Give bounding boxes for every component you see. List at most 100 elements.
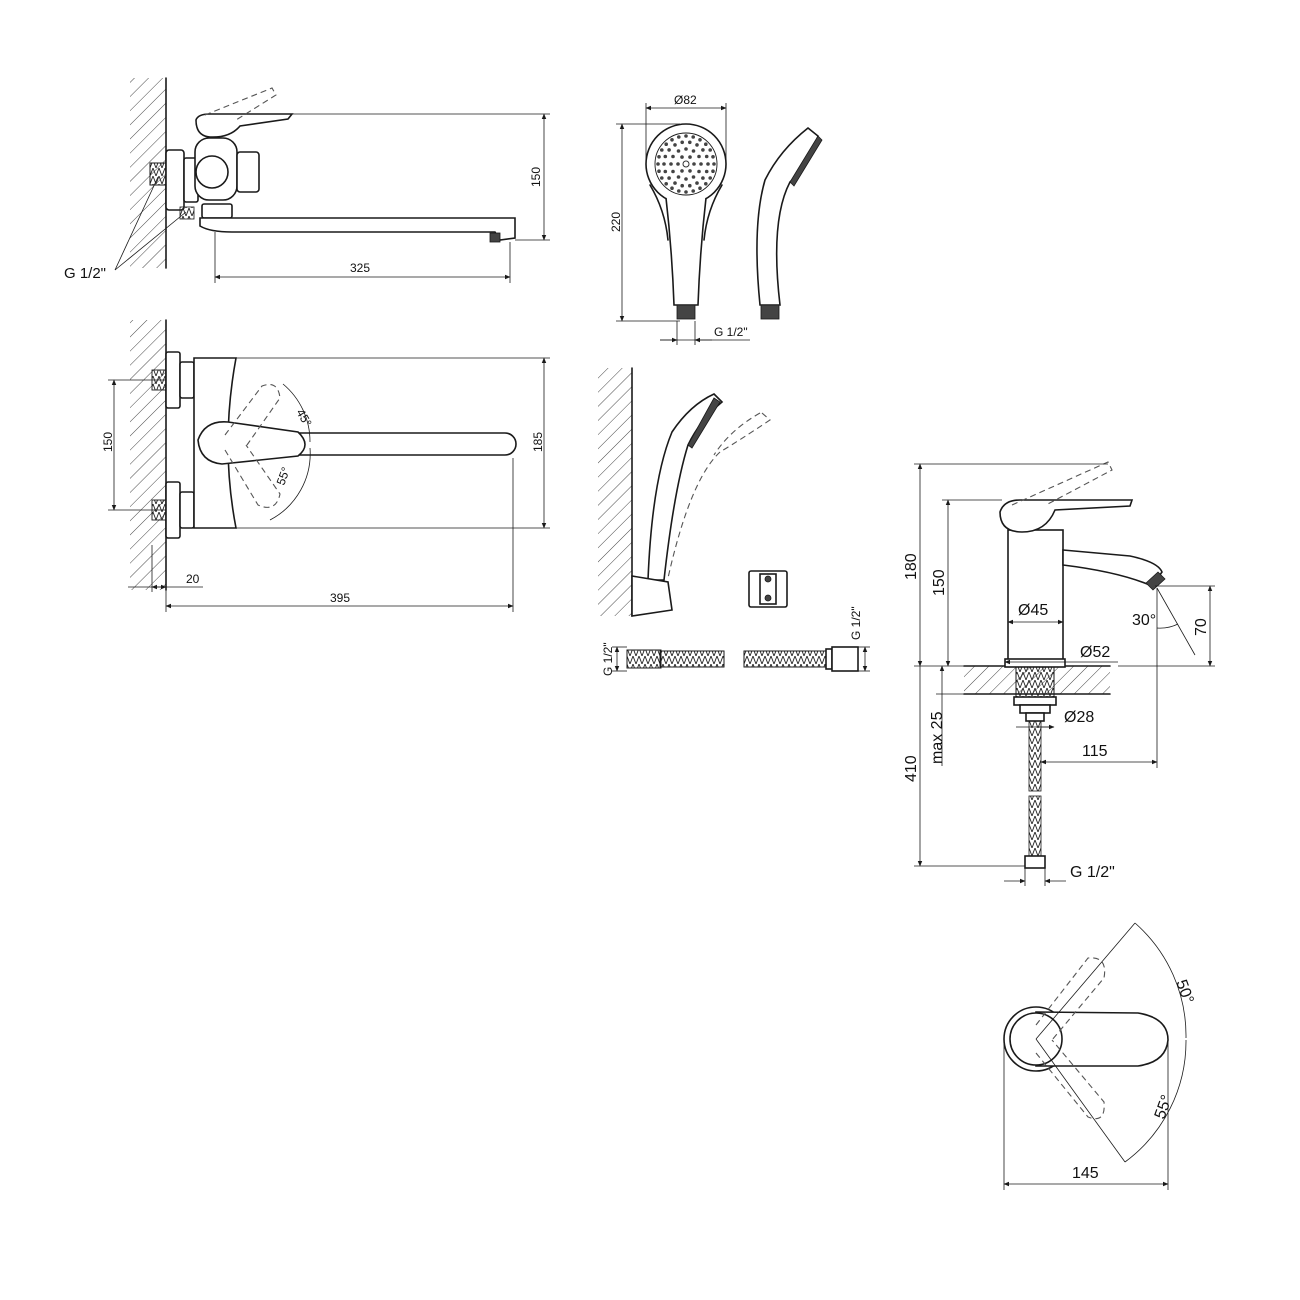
dim-depth-label: 185 bbox=[531, 432, 545, 452]
spout-reach-label: 115 bbox=[1082, 743, 1108, 760]
nozzle-dot bbox=[684, 190, 688, 194]
nozzle-dot bbox=[667, 148, 671, 152]
wall-hatch bbox=[598, 368, 632, 616]
nozzle-dot bbox=[711, 169, 715, 173]
dim-basin-height-label: 150 bbox=[931, 569, 948, 596]
nozzle-dot bbox=[673, 143, 677, 147]
shower-holder-and-hose: G 1/2" G 1/2" bbox=[598, 367, 870, 676]
nozzle-dot bbox=[684, 147, 688, 151]
nozzle-dot bbox=[673, 181, 677, 185]
nozzle-dot bbox=[692, 162, 696, 166]
bath-angle-back-label: 55° bbox=[274, 465, 293, 487]
nozzle-dot bbox=[662, 162, 666, 166]
nozzle-dot bbox=[708, 176, 712, 180]
nozzle-dot bbox=[695, 181, 699, 185]
dim-spout-length-label: 325 bbox=[350, 261, 370, 275]
nozzle-dot bbox=[697, 154, 701, 159]
nozzle-dot bbox=[688, 155, 692, 159]
nozzle-dot bbox=[677, 189, 681, 193]
nozzle-dot bbox=[706, 162, 710, 166]
wall-hatch bbox=[130, 320, 166, 590]
nozzle-dot bbox=[704, 154, 709, 159]
nozzle-dot bbox=[695, 143, 699, 147]
dim-centers-label: 150 bbox=[101, 432, 115, 452]
nozzle-dot bbox=[664, 142, 668, 146]
bath-thread-label: G 1/2" bbox=[64, 265, 106, 282]
bath-mixer-top-view: 45° 55° 150 185 20 395 bbox=[101, 319, 550, 612]
shower-nozzles bbox=[656, 134, 716, 194]
nozzle-dot bbox=[680, 169, 684, 173]
nozzle-dot bbox=[660, 176, 664, 180]
spout-height-label: 70 bbox=[1193, 618, 1210, 636]
dim-offset-label: 20 bbox=[186, 572, 200, 586]
body-diameter-label: Ø45 bbox=[1018, 602, 1048, 619]
basin-angle-back-label: 55° bbox=[1152, 1093, 1176, 1122]
bath-angle-fwd-label: 45° bbox=[293, 407, 314, 430]
nozzle-dot bbox=[663, 154, 668, 159]
nozzle-dot bbox=[688, 140, 692, 145]
nozzle-dot bbox=[698, 186, 702, 190]
basin-mixer-top-view: 50° 55° 145 bbox=[1003, 922, 1196, 1190]
nozzle-dot bbox=[691, 135, 695, 139]
nozzle-dot bbox=[691, 175, 696, 179]
nozzle-dot bbox=[669, 162, 673, 166]
nozzle-dot bbox=[704, 182, 708, 186]
nozzle-dot bbox=[676, 175, 681, 179]
mount-depth-label: max 25 bbox=[929, 711, 946, 764]
nozzle-dot bbox=[676, 162, 680, 166]
nozzle-dot bbox=[663, 169, 668, 174]
dim-total-length-label: 395 bbox=[330, 591, 350, 605]
nozzle-dot bbox=[660, 148, 664, 152]
basin-spout-angle-label: 30° bbox=[1132, 612, 1156, 629]
nozzle-dot bbox=[671, 154, 675, 159]
nozzle-dot bbox=[656, 162, 660, 166]
dim-bath-height-label: 150 bbox=[529, 167, 543, 187]
nozzle-dot bbox=[667, 176, 671, 180]
nozzle-center bbox=[682, 160, 690, 168]
nozzle-dot bbox=[684, 134, 688, 138]
nozzle-dot bbox=[697, 169, 701, 174]
nozzle-dot bbox=[699, 162, 703, 166]
nozzle-dot bbox=[701, 176, 705, 180]
nozzle-dot bbox=[680, 155, 684, 159]
nozzle-dot bbox=[698, 138, 702, 142]
hand-shower-views: Ø82 220 G 1/2" bbox=[609, 93, 823, 345]
shower-length-label: 220 bbox=[609, 212, 623, 232]
nozzle-dot bbox=[701, 148, 705, 152]
nozzle-dot bbox=[704, 169, 709, 174]
shower-diameter-label: Ø82 bbox=[674, 93, 697, 107]
nozzle-dot bbox=[657, 155, 661, 159]
shower-thread-label: G 1/2" bbox=[714, 325, 748, 339]
nozzle-dot bbox=[676, 149, 681, 153]
nozzle-dot bbox=[671, 169, 675, 174]
nozzle-dot bbox=[708, 148, 712, 152]
nozzle-dot bbox=[688, 183, 692, 188]
nozzle-dot bbox=[704, 142, 708, 146]
dim-total-height-label: 180 bbox=[903, 553, 920, 580]
nozzle-dot bbox=[684, 177, 688, 181]
basin-length-label: 145 bbox=[1072, 1165, 1099, 1182]
hose-thread-left-label: G 1/2" bbox=[601, 642, 615, 676]
nozzle-dot bbox=[688, 169, 692, 173]
hose-thread-right-label: G 1/2" bbox=[849, 606, 863, 640]
hose-length-label: 410 bbox=[903, 755, 920, 782]
bath-mixer-side-view: 150 325 G 1/2" bbox=[64, 77, 550, 283]
shank-diameter-label: Ø28 bbox=[1064, 709, 1094, 726]
nozzle-dot bbox=[691, 149, 696, 153]
nozzle-dot bbox=[657, 169, 661, 173]
nozzle-dot bbox=[680, 183, 684, 188]
base-diameter-label: Ø52 bbox=[1080, 644, 1110, 661]
nozzle-dot bbox=[711, 155, 715, 159]
nozzle-dot bbox=[691, 189, 695, 193]
nozzle-dot bbox=[664, 182, 668, 186]
nozzle-dot bbox=[680, 140, 684, 145]
basin-angle-fwd-label: 50° bbox=[1172, 978, 1196, 1007]
nozzle-dot bbox=[712, 162, 716, 166]
basin-mixer-side-view: 180 150 Ø45 Ø52 30° 70 max 25 Ø28 115 bbox=[903, 461, 1215, 886]
basin-thread-label: G 1/2" bbox=[1070, 864, 1115, 881]
nozzle-dot bbox=[670, 138, 674, 142]
nozzle-dot bbox=[670, 186, 674, 190]
nozzle-dot bbox=[677, 135, 681, 139]
